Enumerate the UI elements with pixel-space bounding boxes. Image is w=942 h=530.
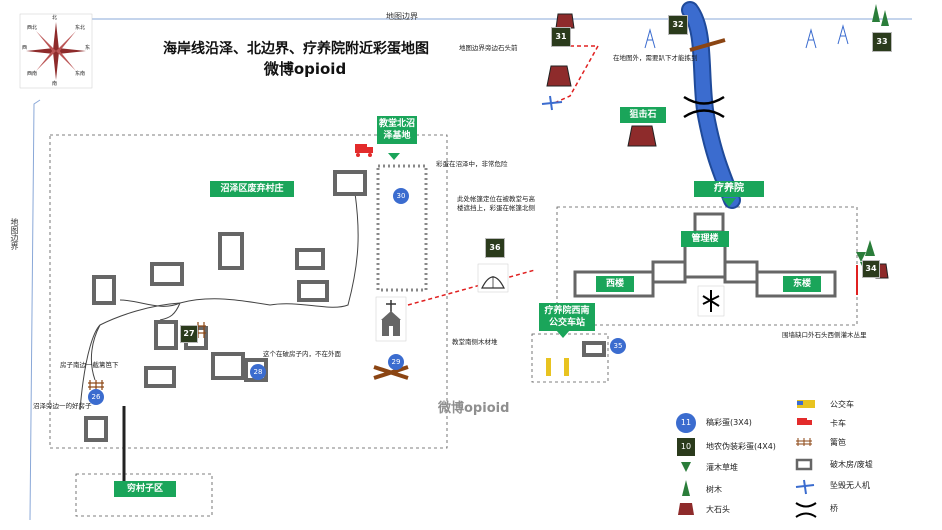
fake-ee-marker: 33: [872, 32, 892, 52]
legend-ruin-label: 破木房/废墟: [830, 460, 873, 469]
zone-swamp-village: [49, 134, 448, 449]
compass-west: 西: [22, 45, 28, 51]
legend-ee-label: 稿彩蛋(3X4): [706, 418, 752, 427]
legend-sample-ee: 11: [680, 418, 692, 427]
label-swamp-village: 沼泽区废弃村庄: [210, 181, 294, 197]
legend-tree-label: 树木: [706, 485, 722, 494]
legend-bush-label: 灌木草堆: [706, 463, 738, 472]
compass-south: 南: [52, 81, 58, 87]
compass-north: 北: [52, 15, 58, 21]
compass-northwest: 西北: [27, 25, 38, 31]
zone-bus-station: [531, 333, 609, 383]
watermark-text: 微博opioid: [438, 401, 510, 416]
compass-northeast: 东北: [75, 25, 86, 31]
legend-truck-label: 卡车: [830, 419, 846, 428]
bus-station-items: [546, 358, 569, 376]
legend-fence-label: 篱笆: [830, 438, 846, 447]
ee-marker: 35: [610, 338, 626, 354]
fake-ee-marker: 32: [668, 15, 688, 35]
legend-fake-ee-label: 地农伪装彩蛋(4X4): [706, 442, 776, 451]
note-26a: 房子南边一截篱笆下: [60, 361, 119, 369]
label-admin-building: 管理楼: [681, 231, 729, 247]
note-29: 教堂南侧木材堆: [452, 338, 498, 346]
edge-label-left: 地图边界: [10, 218, 19, 250]
compass-southwest: 西南: [27, 71, 38, 77]
note-30: 彩蛋在沼泽中，非常危险: [436, 160, 508, 168]
bridge-icon-map: [683, 95, 725, 119]
bridge-wooden: [689, 38, 726, 52]
drone-icon-map: [541, 95, 563, 111]
map-title: 海岸线沿泽、北边界、疗养院附近彩蛋地图: [163, 41, 429, 57]
legend-bridge-label: 桥: [830, 504, 838, 513]
sanatorium-emblem-icon: [697, 285, 725, 317]
label-church-north-swamp-base: 教堂北沼泽基地: [377, 116, 417, 144]
zone-poor-village: [75, 473, 213, 517]
wood-pile: [373, 365, 409, 380]
tent-icon: [477, 263, 509, 293]
label-poor-village: 穷村子区: [114, 481, 176, 497]
note-34: 围墙缺口外石头西侧灌木丛里: [782, 331, 867, 339]
fake-ee-marker: 34: [862, 260, 880, 278]
note-36: 此处帐篷定位在被教堂与高楼遮挡上，彩蛋在帐篷北侧: [457, 195, 535, 212]
compass-southeast: 东南: [75, 71, 86, 77]
label-east-building: 东楼: [783, 276, 821, 292]
edge-label-top: 地图边界: [386, 12, 418, 21]
ee-marker: 28: [250, 364, 266, 380]
legend-rock-label: 大石头: [706, 505, 730, 514]
trees: [865, 4, 889, 256]
compass-rose: [19, 13, 93, 89]
note-32: 在地图外，需要趴下才能拣到: [613, 54, 698, 62]
label-sanatorium: 疗养院: [694, 181, 764, 197]
note-26b: 沼泽旁边一的好房子: [33, 402, 92, 410]
label-bus-station: 疗养院西南公交车站: [539, 303, 595, 331]
village-paths: [79, 192, 359, 411]
legend-bus-label: 公交车: [830, 400, 854, 409]
label-sniper-rock: 狙击石: [620, 107, 666, 123]
label-west-building: 西楼: [596, 276, 634, 292]
compass-east: 东: [85, 45, 91, 51]
map-boundary-left: [29, 99, 41, 521]
label-arrows: [388, 153, 736, 338]
legend-icons: [676, 400, 817, 518]
transmission-towers: [644, 24, 849, 49]
fake-ee-marker: 36: [485, 238, 505, 258]
fake-ee-marker: 31: [551, 27, 571, 47]
ee-marker: 29: [388, 354, 404, 370]
truck-icon-map: [355, 144, 373, 157]
note-31: 地图边界旁边石头前: [459, 44, 518, 52]
note-28: 这个在破房子内，不在外面: [263, 350, 341, 358]
church-icon: [375, 296, 407, 342]
ee-marker: 26: [88, 389, 104, 405]
swamp-dotted-area: [376, 164, 428, 292]
fake-ee-marker: 27: [180, 325, 198, 343]
ee-marker: 30: [393, 188, 409, 204]
red-routes: [407, 45, 600, 306]
legend-drone-label: 坠毁无人机: [830, 481, 870, 490]
map-subtitle: 微博opioid: [263, 60, 347, 78]
legend-sample-fake: 10: [680, 442, 692, 451]
ruins: [84, 170, 606, 442]
zone-sanatorium: [556, 206, 858, 326]
